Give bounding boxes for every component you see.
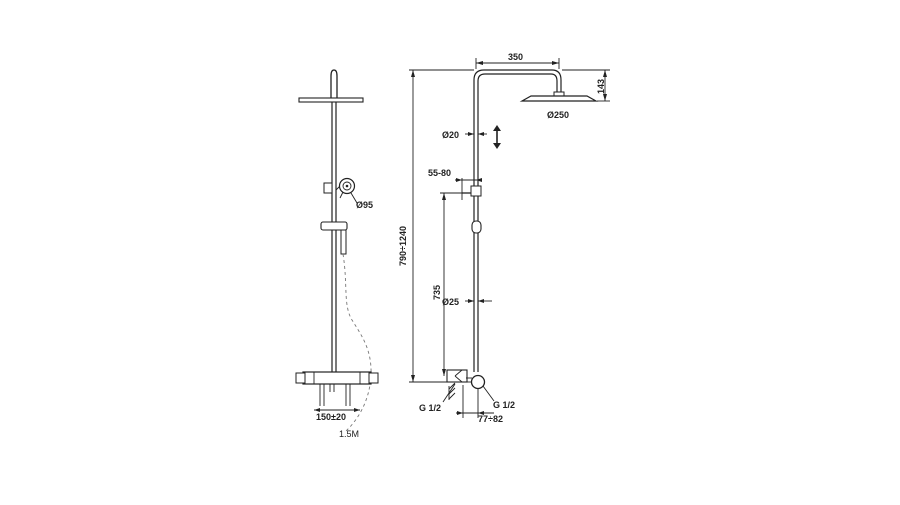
upper-pipe-diameter-label: Ø20 (442, 130, 459, 140)
front-top-pipe (330, 69, 338, 98)
dim-hand-shower-diameter: Ø95 (350, 192, 373, 210)
head-drop-label: 143 (596, 79, 606, 94)
side-view: 790÷1240 350 143 Ø250 Ø20 (398, 52, 610, 424)
dim-bracket-offset: 55-80 (428, 168, 482, 186)
total-height-label: 790÷1240 (398, 226, 408, 266)
front-shower-head (298, 97, 364, 103)
inlet-left-label: G 1/2 (419, 403, 441, 413)
dim-wall-distance: 77÷82 (456, 385, 503, 424)
side-shower-head (519, 91, 599, 102)
wall-distance-label: 77÷82 (478, 414, 503, 424)
dim-head-drop: 143 (562, 69, 610, 102)
hose-length-label: 1.5M (339, 429, 359, 439)
side-column (473, 69, 562, 372)
dim-inlet-right: G 1/2 (482, 385, 515, 410)
front-mixer (295, 371, 379, 406)
side-slider-knob (471, 220, 482, 234)
dim-inlet-left: G 1/2 (419, 383, 456, 413)
dim-head-projection: 350 (475, 52, 560, 69)
front-column (331, 102, 337, 372)
dim-mixer-centers: 150±20 (314, 408, 360, 422)
mixer-centers-label: 150±20 (316, 412, 346, 422)
hand-shower-diameter-label: Ø95 (356, 200, 373, 210)
lower-pipe-diameter-label: Ø25 (442, 297, 459, 307)
mixer-to-bracket-label: 735 (432, 285, 442, 300)
dim-lower-pipe-diameter: Ø25 (442, 297, 492, 307)
dim-total-height: 790÷1240 (398, 69, 474, 383)
front-hand-shower (323, 177, 356, 199)
front-view: Ø95 150±20 1.5M (295, 69, 379, 439)
inlet-right-label: G 1/2 (493, 400, 515, 410)
side-mixer (446, 369, 486, 390)
dim-upper-pipe-diameter: Ø20 (442, 130, 487, 140)
front-hose (342, 253, 372, 433)
height-adjust-arrow-icon (493, 125, 501, 149)
head-projection-label: 350 (508, 52, 523, 62)
dim-mixer-to-bracket: 735 (432, 192, 462, 376)
head-diameter-label: Ø250 (547, 110, 569, 120)
front-slider (320, 221, 348, 255)
bracket-offset-label: 55-80 (428, 168, 451, 178)
